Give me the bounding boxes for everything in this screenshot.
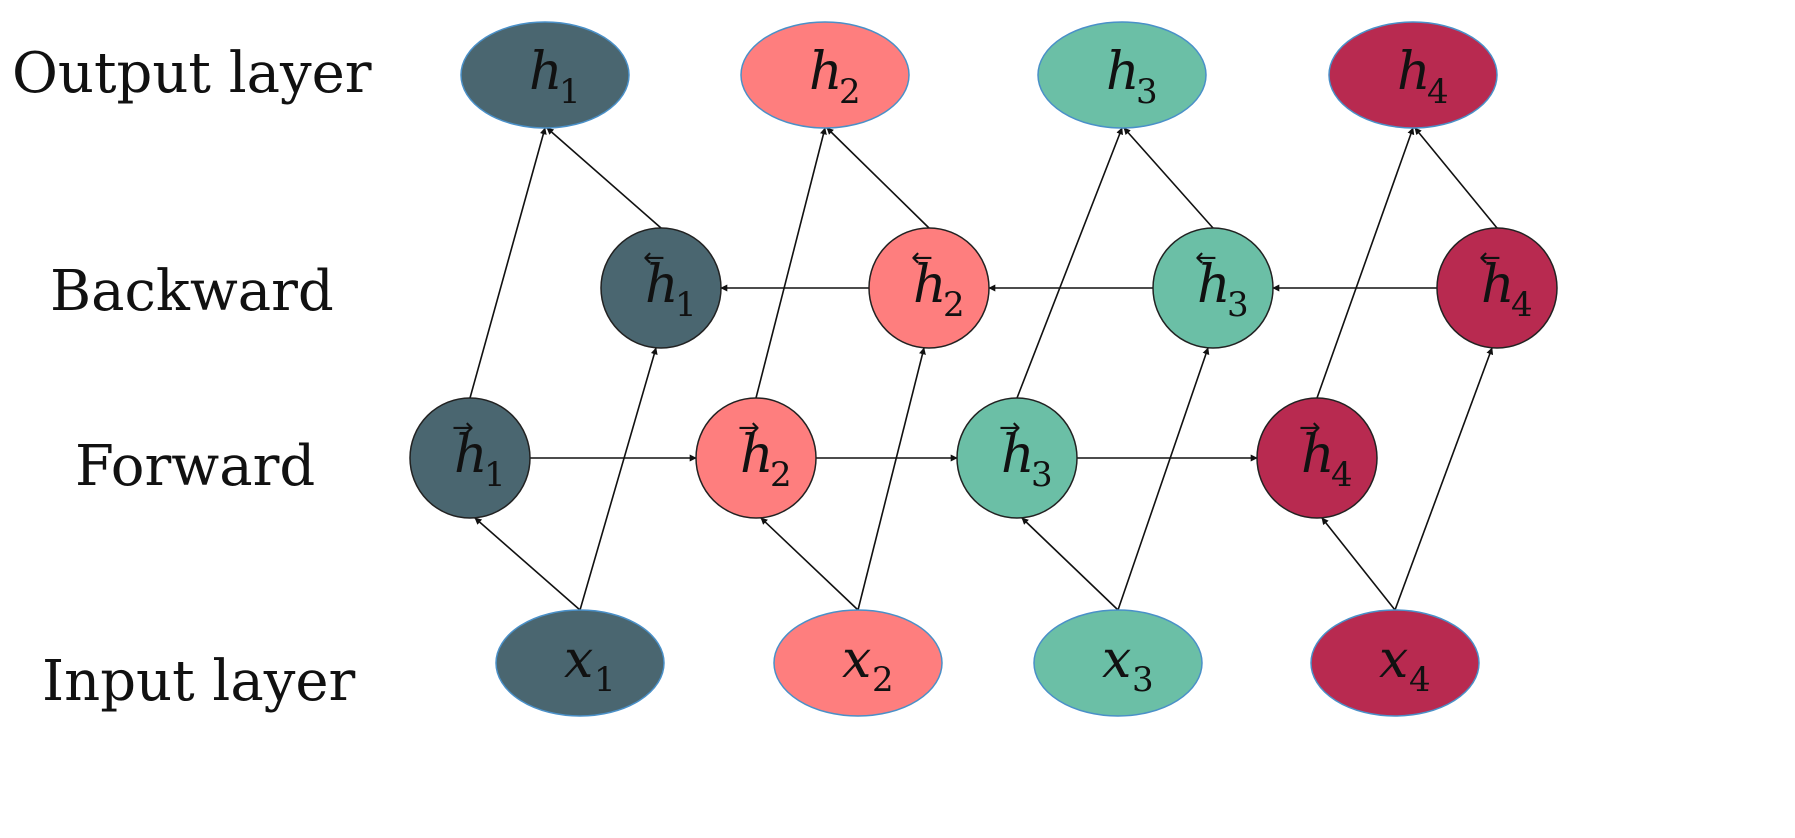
node-backward-3-subscript: 3 <box>1227 285 1249 325</box>
edge-backward-4-to-output <box>1414 127 1498 229</box>
node-backward-4-var: h <box>1481 255 1515 315</box>
node-backward-2-shape <box>868 227 990 349</box>
node-input-1-shape <box>495 609 665 717</box>
node-backward-1: h1 ← <box>600 227 722 349</box>
node-input-2-shape <box>773 609 943 717</box>
edges <box>469 127 1498 611</box>
node-output-2-var: h <box>809 42 843 102</box>
node-input-4-subscript: 4 <box>1409 660 1431 700</box>
node-backward-4-shape <box>1436 227 1558 349</box>
edge-backward-3-to-output <box>1123 127 1214 229</box>
node-output-1-shape <box>460 21 630 129</box>
edge-input-2-to-backward <box>857 347 926 611</box>
node-output-2: h2 <box>740 21 910 129</box>
node-backward-4: h4 ← <box>1436 227 1558 349</box>
node-output-4: h4 <box>1328 21 1498 129</box>
node-forward-3-direction-arrow: → <box>999 413 1021 443</box>
node-forward-3-subscript: 3 <box>1031 455 1053 495</box>
node-forward-3-var: h <box>1001 425 1035 485</box>
node-output-4-shape <box>1328 21 1498 129</box>
node-input-4-shape <box>1310 609 1480 717</box>
edge-forward-1-to-output <box>469 127 547 399</box>
row-label-output: Output layer <box>12 41 372 106</box>
node-input-3-subscript: 3 <box>1132 660 1154 700</box>
node-forward-3: h3 → <box>956 397 1078 519</box>
node-forward-2: h2 → <box>695 397 817 519</box>
node-input-1-var: x <box>564 630 593 690</box>
row-label-forward: Forward <box>75 434 315 499</box>
node-output-1: h1 <box>460 21 630 129</box>
node-output-2-shape <box>740 21 910 129</box>
edge-input-3-to-forward <box>1021 517 1119 611</box>
edge-input-4-to-backward <box>1394 347 1494 611</box>
node-input-4-var: x <box>1379 630 1408 690</box>
node-backward-3-var: h <box>1197 255 1231 315</box>
node-forward-2-direction-arrow: → <box>738 413 760 443</box>
node-backward-1-var: h <box>645 255 679 315</box>
node-output-3-subscript: 3 <box>1136 72 1158 112</box>
edge-forward-4-to-output <box>1316 127 1415 399</box>
node-backward-2: h2 ← <box>868 227 990 349</box>
node-input-3-var: x <box>1102 630 1131 690</box>
node-input-1-subscript: 1 <box>594 660 616 700</box>
node-forward-4: h4 → <box>1256 397 1378 519</box>
node-forward-2-shape <box>695 397 817 519</box>
edge-forward-2-to-output <box>755 127 827 399</box>
node-forward-1-var: h <box>454 425 488 485</box>
node-forward-4-var: h <box>1301 425 1335 485</box>
node-forward-3-shape <box>956 397 1078 519</box>
edge-input-4-to-forward <box>1321 517 1396 611</box>
node-output-4-var: h <box>1397 42 1431 102</box>
node-input-3-shape <box>1033 609 1203 717</box>
node-backward-3-shape <box>1152 227 1274 349</box>
node-backward-2-subscript: 2 <box>943 285 965 325</box>
node-output-3: h3 <box>1037 21 1207 129</box>
node-input-2-subscript: 2 <box>872 660 894 700</box>
edge-input-1-to-forward <box>474 517 581 611</box>
edge-input-2-to-forward <box>760 517 859 611</box>
node-output-1-var: h <box>529 42 563 102</box>
node-backward-2-var: h <box>913 255 947 315</box>
node-forward-4-shape <box>1256 397 1378 519</box>
edge-input-1-to-backward <box>579 347 658 611</box>
row-label-input: Input layer <box>42 649 355 714</box>
node-input-2-var: x <box>842 630 871 690</box>
node-forward-2-var: h <box>740 425 774 485</box>
node-backward-2-direction-arrow: ← <box>911 243 933 273</box>
node-backward-1-direction-arrow: ← <box>643 243 665 273</box>
edge-backward-1-to-output <box>546 127 662 229</box>
node-output-1-subscript: 1 <box>559 72 581 112</box>
node-backward-3: h3 ← <box>1152 227 1274 349</box>
node-backward-1-subscript: 1 <box>675 285 697 325</box>
node-backward-3-direction-arrow: ← <box>1195 243 1217 273</box>
edge-backward-2-to-output <box>826 127 930 229</box>
node-forward-2-subscript: 2 <box>770 455 792 495</box>
row-label-backward: Backward <box>50 259 334 324</box>
node-forward-1: h1 → <box>409 397 531 519</box>
node-forward-4-subscript: 4 <box>1331 455 1353 495</box>
node-forward-1-shape <box>409 397 531 519</box>
node-backward-4-subscript: 4 <box>1511 285 1533 325</box>
node-output-3-var: h <box>1106 42 1140 102</box>
node-forward-1-direction-arrow: → <box>452 413 474 443</box>
edge-input-3-to-backward <box>1117 347 1210 611</box>
node-output-2-subscript: 2 <box>839 72 861 112</box>
edge-forward-3-to-output <box>1016 127 1123 399</box>
node-backward-4-direction-arrow: ← <box>1479 243 1501 273</box>
node-forward-1-subscript: 1 <box>484 455 506 495</box>
node-forward-4-direction-arrow: → <box>1299 413 1321 443</box>
node-output-3-shape <box>1037 21 1207 129</box>
node-output-4-subscript: 4 <box>1427 72 1449 112</box>
node-backward-1-shape <box>600 227 722 349</box>
